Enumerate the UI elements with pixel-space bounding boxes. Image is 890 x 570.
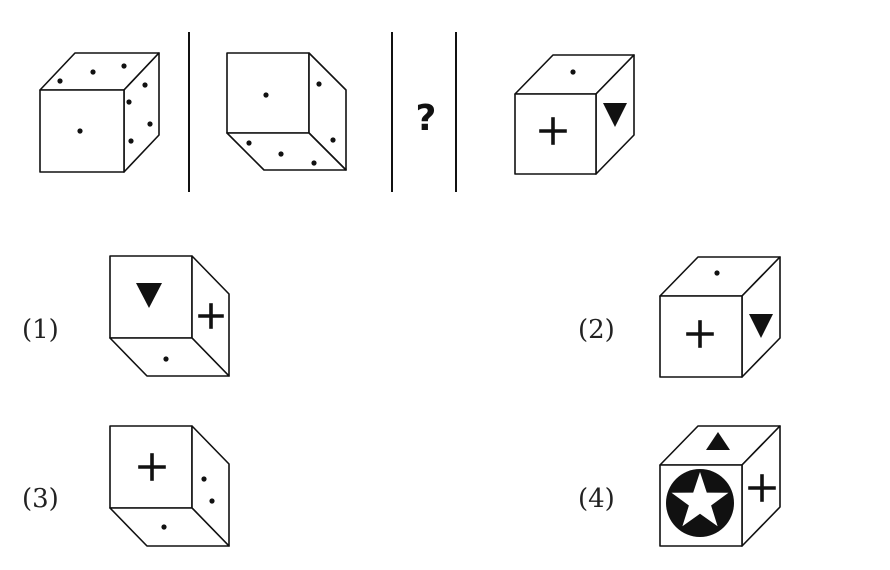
dot-pip-icon bbox=[90, 69, 96, 75]
dot-pip-icon bbox=[316, 81, 322, 87]
dot-pip-icon bbox=[714, 270, 720, 276]
dot-pip-icon bbox=[246, 140, 252, 146]
dot-pip-icon bbox=[209, 498, 215, 504]
sequence-cube-4 bbox=[514, 54, 635, 175]
option-2-cube[interactable] bbox=[659, 256, 781, 378]
option-3-cube[interactable] bbox=[109, 425, 230, 547]
dot-pip-icon bbox=[126, 99, 132, 105]
sequence-cube-2 bbox=[226, 52, 347, 171]
plus-icon bbox=[748, 474, 776, 502]
plus-icon bbox=[198, 303, 224, 329]
down-triangle-icon bbox=[603, 103, 627, 127]
option-1-cube[interactable] bbox=[109, 255, 230, 377]
dot-pip-icon bbox=[142, 82, 148, 88]
option-4-cube[interactable] bbox=[659, 425, 781, 547]
down-triangle-icon bbox=[749, 314, 773, 338]
cube-4-front-face bbox=[514, 93, 597, 175]
up-triangle-icon bbox=[706, 432, 730, 450]
plus-icon bbox=[138, 453, 166, 481]
dot-pip-icon bbox=[330, 137, 336, 143]
dot-pip-icon bbox=[147, 121, 153, 127]
option-1-bottom-face bbox=[109, 337, 230, 377]
missing-cube-question-mark: ? bbox=[416, 98, 437, 139]
dot-pip-icon bbox=[161, 524, 167, 530]
star-in-circle-icon bbox=[666, 469, 734, 537]
dot-pip-icon bbox=[201, 476, 207, 482]
dot-pip-icon bbox=[77, 128, 83, 134]
option-2-label: (2) bbox=[578, 315, 615, 345]
cube-2-front-face bbox=[226, 52, 310, 134]
dot-pip-icon bbox=[128, 138, 134, 144]
dot-pip-icon bbox=[278, 151, 284, 157]
dot-pip-icon bbox=[163, 356, 169, 362]
down-triangle-icon bbox=[136, 283, 162, 308]
option-3-bottom-face bbox=[109, 507, 230, 547]
sequence-cube-1 bbox=[39, 52, 160, 173]
dot-pip-icon bbox=[570, 69, 576, 75]
dot-pip-icon bbox=[311, 160, 317, 166]
option-1-label: (1) bbox=[22, 315, 59, 345]
dot-pip-icon bbox=[121, 63, 127, 69]
plus-icon bbox=[539, 117, 567, 145]
option-3-label: (3) bbox=[22, 484, 59, 514]
cube-2-bottom-face bbox=[226, 132, 347, 171]
dot-pip-icon bbox=[57, 78, 63, 84]
option-4-label: (4) bbox=[578, 484, 615, 514]
dot-pip-icon bbox=[263, 92, 269, 98]
plus-icon bbox=[686, 320, 714, 348]
